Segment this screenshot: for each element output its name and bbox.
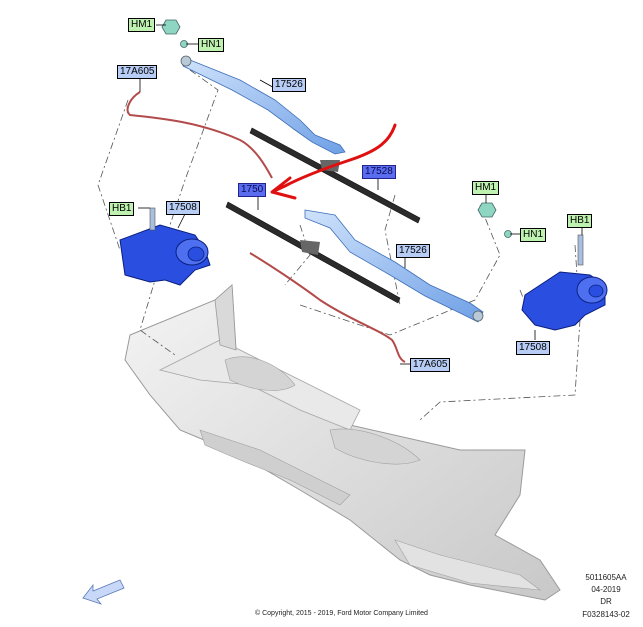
wiper-blade-lower <box>225 201 401 304</box>
red-annotation-arrow <box>270 123 397 200</box>
callout-17508-right: 17508 <box>516 341 550 355</box>
callout-17526-upper: 17526 <box>272 78 306 92</box>
washer-hoses <box>126 91 406 363</box>
callout-hn1-right: HN1 <box>520 228 547 242</box>
callout-hm1-left: HM1 <box>128 18 156 32</box>
wiper-arm-lower <box>304 209 484 323</box>
callout-17528: 17528 <box>362 165 396 179</box>
wiper-motor-left <box>119 207 211 286</box>
wiper-arm-upper <box>180 55 346 155</box>
callout-17a605-left: 17A605 <box>117 65 158 79</box>
callout-17a605-lower: 17A605 <box>410 358 451 372</box>
direction-arrow-icon <box>82 579 125 605</box>
callout-17526-lower: 17526 <box>396 244 430 258</box>
wiper-motor-right <box>521 234 608 331</box>
copyright-notice: © Copyright, 2015 - 2019, Ford Motor Com… <box>255 610 428 617</box>
cowl-panel <box>124 283 561 601</box>
figure-id: F0328143-02 <box>582 610 630 619</box>
callout-hm1-right: HM1 <box>472 181 500 195</box>
callout-hb1-left: HB1 <box>109 202 135 216</box>
callout-1750-partial: 1750 <box>238 183 267 197</box>
callout-hn1-left: HN1 <box>198 38 225 52</box>
callout-17508-left: 17508 <box>166 201 200 215</box>
fasteners <box>161 19 512 238</box>
doc-number: 5011605AA <box>585 573 627 582</box>
callout-hb1-right: HB1 <box>567 214 593 228</box>
doc-region: DR <box>600 597 612 606</box>
doc-date: 04-2019 <box>591 585 621 594</box>
